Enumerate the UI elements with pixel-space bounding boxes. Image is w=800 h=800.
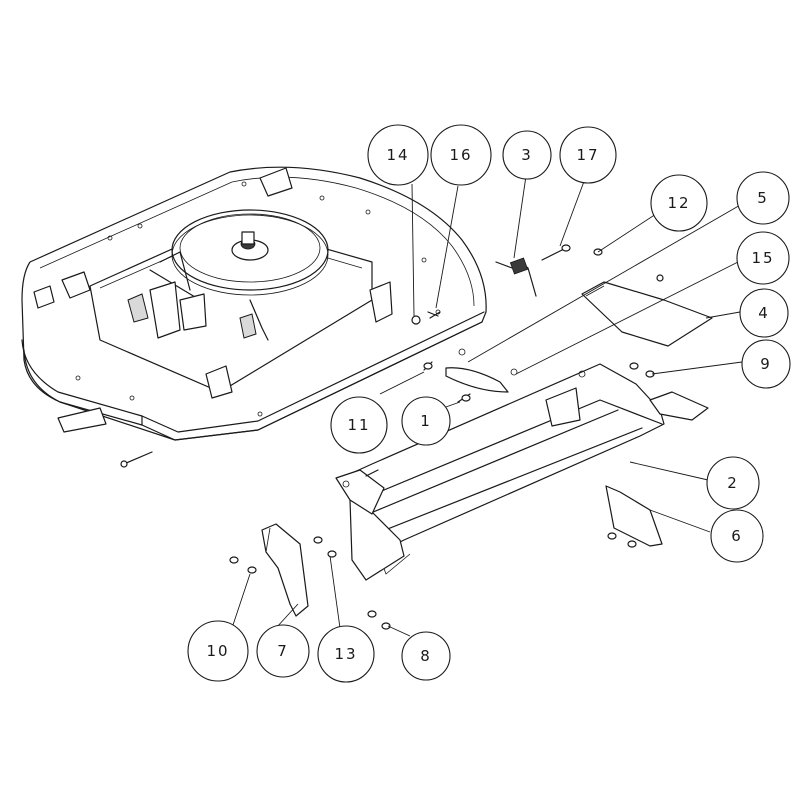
flap-part-7: [261, 523, 309, 617]
callout-8-label: 8: [420, 647, 432, 665]
callout-15-label: 15: [751, 249, 774, 267]
callout-7-label: 7: [277, 642, 289, 660]
callout-5-label: 5: [757, 189, 769, 207]
callout-13: 13: [317, 625, 375, 683]
callout-12: 12: [650, 174, 708, 232]
callout-4: 4: [739, 288, 789, 338]
discharge-chute-part-2: [335, 363, 709, 581]
callout-6: 6: [710, 509, 764, 563]
callout-11-label: 11: [347, 416, 370, 434]
callout-8: 8: [401, 631, 451, 681]
callout-3: 3: [502, 130, 552, 180]
callout-9: 9: [741, 339, 791, 389]
callout-3-label: 3: [521, 146, 533, 164]
callout-17: 17: [559, 126, 617, 184]
callout-10: 10: [187, 620, 249, 682]
callout-15: 15: [736, 231, 790, 285]
callout-16: 16: [430, 124, 492, 186]
callout-9-label: 9: [760, 355, 772, 373]
plate-part-4: [581, 281, 713, 347]
callout-14: 14: [367, 124, 429, 186]
callout-17-label: 17: [576, 146, 599, 164]
callout-13-label: 13: [334, 645, 357, 663]
callout-12-label: 12: [667, 194, 690, 212]
callout-1-label: 1: [420, 412, 432, 430]
callout-2: 2: [706, 456, 760, 510]
callout-16-label: 16: [449, 146, 472, 164]
callout-6-label: 6: [731, 527, 743, 545]
flap-part-6: [605, 485, 663, 547]
leader-lines: [231, 175, 743, 637]
callout-1: 1: [401, 396, 451, 446]
callout-4-label: 4: [758, 304, 770, 322]
callout-11: 11: [330, 396, 388, 454]
mower-deck: [21, 166, 487, 468]
callout-5: 5: [736, 171, 790, 225]
callout-10-label: 10: [206, 642, 229, 660]
callout-14-label: 14: [386, 146, 409, 164]
callouts: 14 16 3 17 12 5 15 4: [187, 124, 791, 683]
hardware-parts: [229, 244, 664, 630]
callout-7: 7: [256, 624, 310, 678]
callout-2-label: 2: [727, 474, 739, 492]
